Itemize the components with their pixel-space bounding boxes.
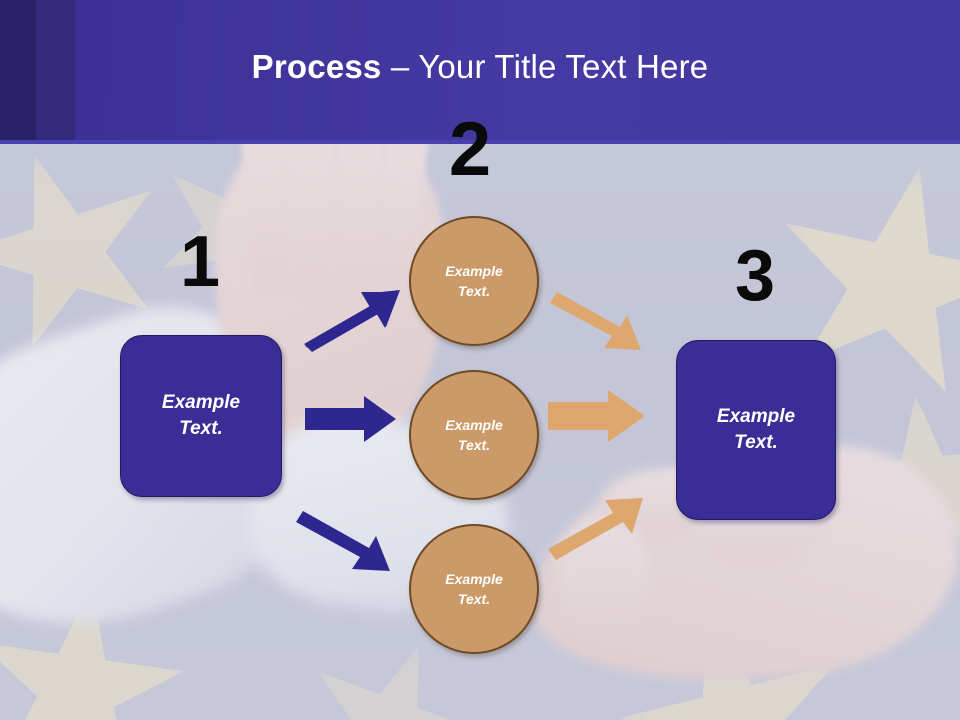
step-2-circle-middle[interactable]: Example Text. [409,370,539,500]
tan-arrow-top-icon[interactable] [550,292,641,350]
page-title-separator: – [381,48,419,85]
blue-arrow-up-icon[interactable] [304,290,400,352]
step-1-box-label-line2: Text. [179,418,223,439]
step-3-box[interactable]: Example Text. [676,340,836,520]
step-2-circle-middle-label-line2: Text. [457,437,491,453]
step-1-box[interactable]: Example Text. [120,335,282,497]
step-1-box-label-line1: Example [161,392,241,413]
step-3-box-label-line2: Text. [734,432,778,453]
page-title-bold: Process [251,48,382,85]
step-2-circle-bottom-label: Example Text. [445,569,503,609]
header-accent-band-dark [0,0,36,143]
blue-arrow-down-icon[interactable] [296,511,390,571]
header-underline [0,140,960,144]
step-3-box-label-line1: Example [716,406,796,427]
page-title-rest: Your Title Text Here [418,48,709,85]
blue-arrow-middle-icon[interactable] [305,396,396,442]
step-2-circle-top-label: Example Text. [445,261,503,301]
slide-header: Process – Your Title Text Here [0,0,960,143]
page-title: Process – Your Title Text Here [0,47,960,87]
step-3-box-label: Example Text. [717,404,795,456]
step-2-circle-top-label-line2: Text. [457,283,491,299]
step-2-circle-middle-label-line1: Example [445,417,503,433]
step-number-1: 1 [179,222,221,302]
step-1-box-label: Example Text. [162,390,240,442]
step-2-circle-middle-label: Example Text. [445,415,503,455]
step-2-circle-top[interactable]: Example Text. [409,216,539,346]
step-2-circle-bottom-label-line2: Text. [457,591,491,607]
header-accent-band-mid [36,0,75,143]
step-2-circle-top-label-line1: Example [445,263,503,279]
step-2-circle-bottom[interactable]: Example Text. [409,524,539,654]
tan-arrow-middle-icon[interactable] [548,390,645,442]
step-number-2: 2 [448,107,492,192]
step-2-circle-bottom-label-line1: Example [445,571,503,587]
step-number-3: 3 [734,236,776,316]
tan-arrow-bottom-icon[interactable] [548,498,643,560]
